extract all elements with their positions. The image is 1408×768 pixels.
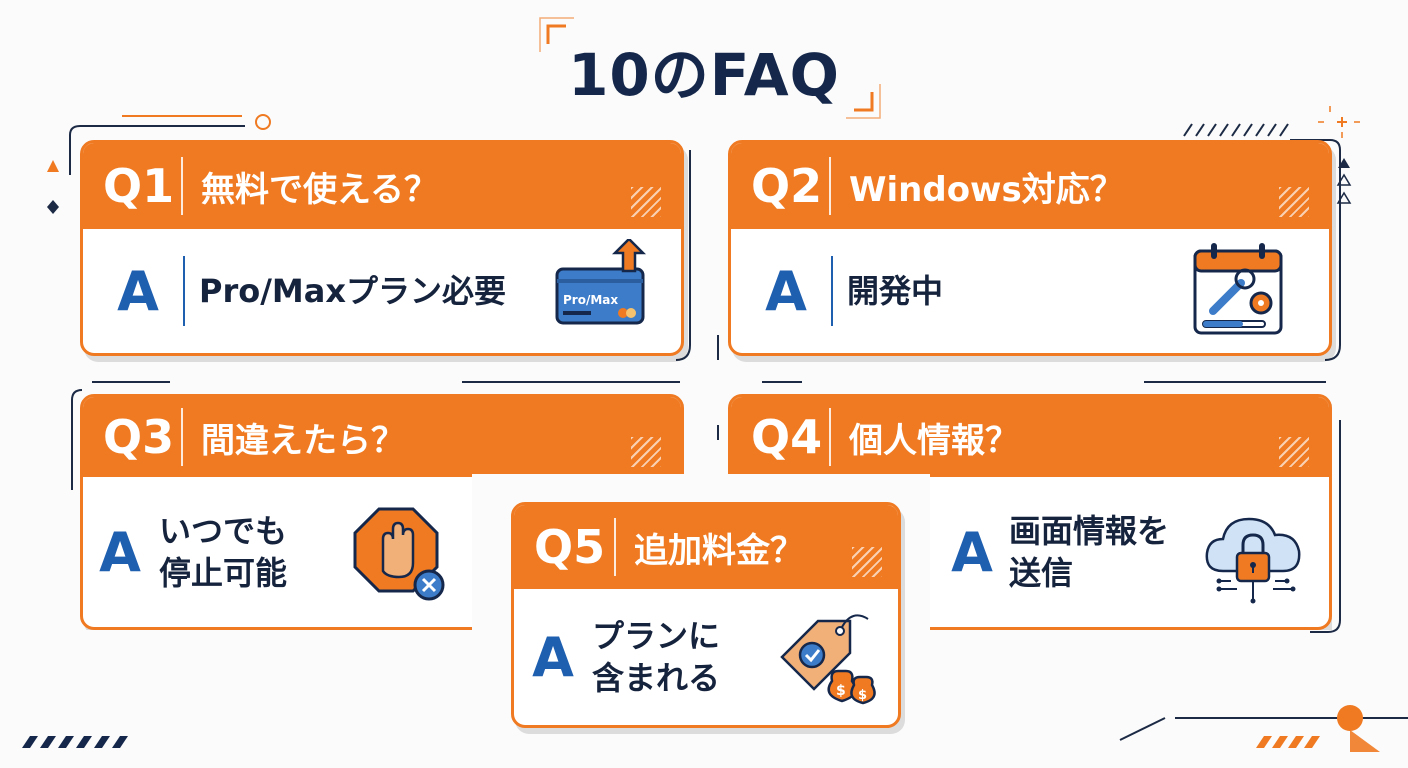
question-number: Q1: [83, 157, 183, 215]
question-text: 追加料金？: [634, 530, 804, 571]
answer-text: 開発中: [847, 272, 944, 310]
credit-card-upgrade-icon: Pro/Max: [555, 239, 647, 325]
question-text: Windows対応？: [849, 169, 1124, 210]
answer-text: プランに 含まれる: [592, 617, 721, 697]
faq-card-q5: Q5 追加料金？ A プランに 含まれる $ $: [511, 502, 901, 728]
question-number: Q4: [731, 408, 831, 466]
question-bar: Q1 無料で使える？: [83, 143, 681, 229]
answer-letter: A: [117, 259, 159, 323]
answer-letter: A: [951, 520, 993, 584]
question-bar: Q5 追加料金？: [514, 505, 898, 589]
question-number: Q2: [731, 157, 831, 215]
question-bar: Q4 個人情報？: [731, 397, 1329, 477]
answer-row: A Pro/Maxプラン必要: [83, 229, 681, 353]
price-tag-money-icon: $ $: [780, 614, 876, 705]
answer-text: Pro/Maxプラン必要: [199, 272, 506, 310]
answer-row: A プランに 含まれる: [514, 589, 898, 725]
question-text: 間違えたら？: [201, 420, 405, 461]
answer-text: いつでも 停止可能: [159, 512, 288, 592]
answer-row: A 開発中: [731, 229, 1329, 353]
answer-row: A いつでも 停止可能: [83, 477, 475, 627]
svg-text:$: $: [836, 683, 846, 699]
calendar-wrench-gear-icon: [1193, 243, 1283, 335]
question-number: Q5: [514, 518, 616, 576]
answer-letter: A: [532, 625, 574, 689]
answer-letter: A: [765, 259, 807, 323]
faq-card-q2: Q2 Windows対応？ A 開発中: [728, 140, 1332, 356]
answer-letter: A: [99, 520, 141, 584]
stop-hand-icon: [353, 507, 445, 601]
question-text: 無料で使える？: [201, 169, 438, 210]
svg-text:$: $: [858, 688, 867, 703]
page-title: 10のFAQ: [568, 41, 840, 109]
card-label: Pro/Max: [563, 293, 618, 307]
question-text: 個人情報？: [849, 420, 1019, 461]
cloud-lock-icon: [1205, 517, 1301, 604]
faq-card-q1: Q1 無料で使える？ A Pro/Maxプラン必要 Pro/Max: [80, 140, 684, 356]
question-bar: Q3 間違えたら？: [83, 397, 681, 477]
answer-text: 画面情報を 送信: [1009, 512, 1170, 592]
question-number: Q3: [83, 408, 183, 466]
answer-row: A 画面情報を 送信: [933, 477, 1329, 627]
question-bar: Q2 Windows対応？: [731, 143, 1329, 229]
